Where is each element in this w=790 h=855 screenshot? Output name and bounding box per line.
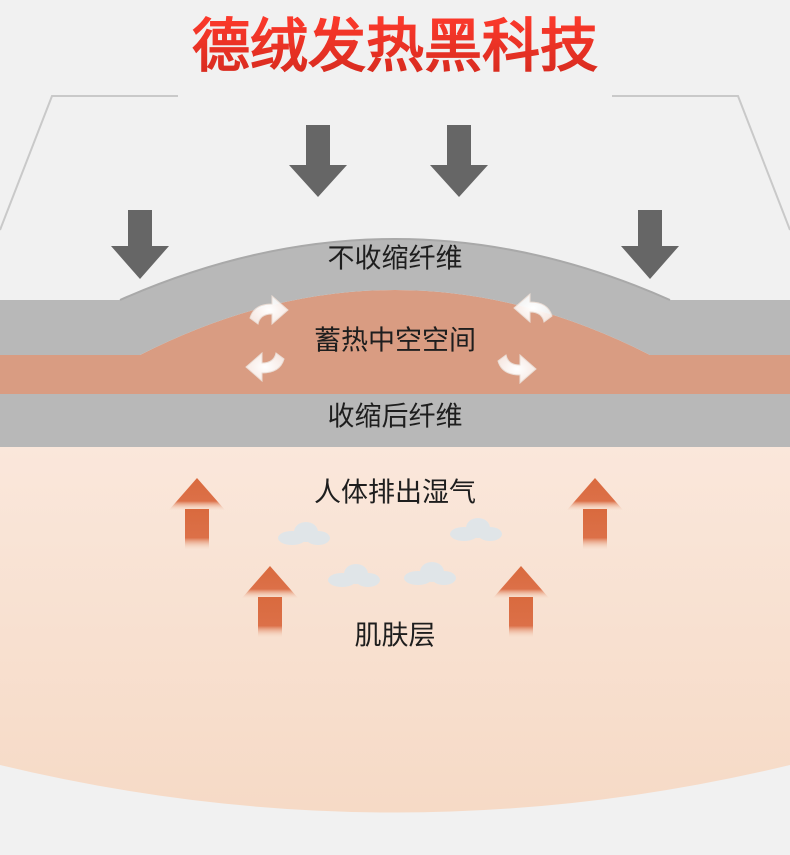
label-skin: 肌肤层 <box>355 621 436 652</box>
label-outer-fiber: 不收缩纤维 <box>328 244 463 275</box>
page-title: 德绒发热黑科技 <box>192 12 598 80</box>
label-inner-fiber: 收缩后纤维 <box>328 402 463 433</box>
label-heat-space: 蓄热中空空间 <box>314 326 476 357</box>
label-moisture: 人体排出湿气 <box>314 478 476 509</box>
